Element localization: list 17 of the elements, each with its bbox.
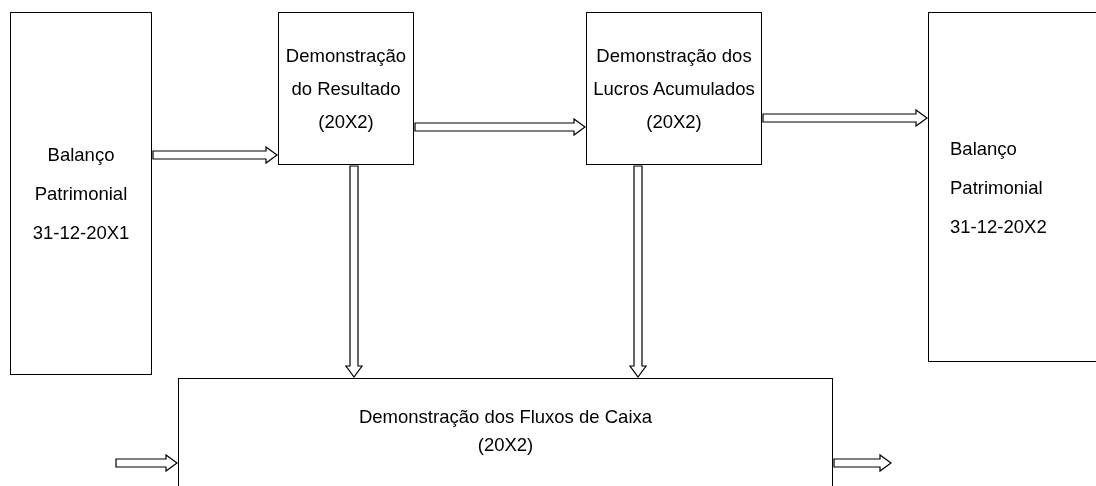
process-box [278, 12, 414, 165]
block-arrow [628, 165, 648, 379]
process-box [928, 12, 1096, 362]
block-arrow [833, 453, 893, 473]
box-label: Demonstração dos Fluxos de Caixa (20X2) [357, 404, 654, 457]
box-label: Balanço Patrimonial 31-12-20X2 [950, 136, 1048, 239]
block-arrow [115, 453, 179, 473]
block-arrow [762, 108, 929, 128]
process-box [178, 378, 833, 486]
box-label: Balanço Patrimonial 31-12-20X1 [31, 143, 131, 245]
block-arrow [414, 117, 587, 137]
process-box [586, 12, 762, 165]
block-arrow [152, 145, 279, 165]
process-box [10, 12, 152, 375]
box-label: Demonstração do Resultado (20X2) [284, 44, 408, 134]
box-label: Demonstração dos Lucros Acumulados (20X2) [592, 44, 756, 134]
block-arrow [344, 165, 364, 379]
